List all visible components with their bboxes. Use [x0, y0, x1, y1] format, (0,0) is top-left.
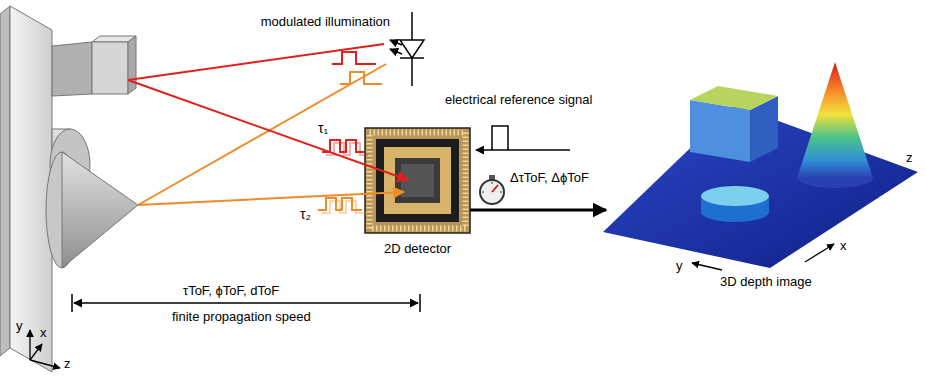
scene-cube-part [128, 36, 136, 94]
signal-arrow [470, 209, 606, 212]
detector-chip-drawing-part [401, 164, 434, 197]
depth-image-drawing-part-part [805, 244, 834, 262]
annotation-label: τ₂ [300, 207, 311, 222]
detector-chip-drawing-part [376, 139, 459, 222]
annotation-label: τToF, ϕToF, dToF [183, 283, 279, 298]
annotation-label: electrical reference signal [445, 92, 592, 107]
scene-wall-part [10, 6, 52, 372]
light-rays [128, 44, 386, 205]
distance-dimension [72, 294, 420, 312]
detector-chip-drawing-part [384, 147, 451, 214]
depth-image-drawing-part [701, 186, 769, 206]
node-label: 3D depth image [720, 274, 812, 289]
diode-symbol-part [400, 40, 424, 58]
diode-symbol-part [390, 40, 402, 45]
stopwatch-icon-part [500, 192, 502, 193]
stopwatch-icon-part [482, 192, 484, 193]
pulse-signals-part [340, 72, 382, 84]
axis-label: z [906, 150, 913, 165]
scene-wall [0, 6, 52, 372]
stopwatch-icon-part [492, 182, 493, 184]
depth-image-drawing-part [690, 86, 778, 110]
annotation-label: finite propagation speed [172, 309, 311, 324]
axis-label: x [40, 325, 47, 340]
distance-dimension-part [74, 302, 418, 304]
depth-image-drawing-part-part [692, 263, 722, 270]
return-rays [128, 80, 408, 205]
node-label: modulated illumination [261, 14, 390, 29]
stopwatch-icon-part [480, 180, 504, 204]
scene-cone-part [62, 152, 138, 268]
stopwatch-icon [480, 175, 504, 204]
pulse-signals-part [322, 201, 366, 213]
scene-axes [30, 330, 60, 368]
axis-label: z [64, 356, 71, 371]
pulse-signals-part [322, 140, 364, 152]
edge-label: ΔτToF, ΔϕToF [508, 170, 591, 185]
detector-chip-drawing-part [365, 128, 470, 233]
axis-label: y [16, 318, 23, 333]
scene-axes-part [29, 330, 30, 360]
node-label: 2D detector [384, 241, 451, 256]
scene-axes-part [30, 344, 42, 360]
diode-symbol-part [411, 58, 413, 86]
axis-label: y [676, 258, 683, 273]
scene-cube [52, 36, 136, 96]
reference-signal [476, 126, 570, 150]
scene-cone [46, 152, 138, 268]
scene-wall-part [0, 6, 10, 356]
reference-signal-part [476, 149, 570, 151]
return-rays-part [138, 192, 404, 205]
depth-image-drawing [603, 62, 918, 270]
pulse-signals-part [332, 52, 376, 64]
light-rays-part [138, 64, 386, 205]
detector-chip-drawing [365, 128, 470, 233]
light-source: modulated illumination [398, 15, 426, 85]
return-rays-part [128, 80, 408, 180]
distance-dimension-part [419, 294, 421, 312]
detector-chip: 2D detector [365, 128, 470, 233]
scene-cube-part [92, 42, 128, 94]
scene-axes-part [30, 360, 60, 368]
depth-image-drawing-part [690, 100, 750, 162]
detector-chip-drawing-part [370, 133, 466, 229]
depth-image-drawing-part [692, 244, 834, 270]
reference-signal-part [492, 126, 508, 150]
pulse-signals [318, 52, 382, 213]
detector-chip-drawing-part [395, 158, 440, 203]
light-rays-part [128, 44, 384, 80]
annotation-label: τ₁ [318, 121, 328, 136]
scene-cube-part [52, 42, 92, 96]
stopwatch-icon-part [492, 185, 498, 192]
depth-image: 3D depth image [606, 55, 918, 293]
diode-symbol [390, 12, 424, 86]
depth-image-drawing-part [797, 62, 873, 178]
distance-dimension-part [71, 294, 73, 312]
pulse-signals-part [318, 198, 362, 210]
diode-symbol-part [411, 12, 413, 40]
diode-symbol-part [390, 49, 402, 54]
axis-label: x [840, 238, 847, 253]
